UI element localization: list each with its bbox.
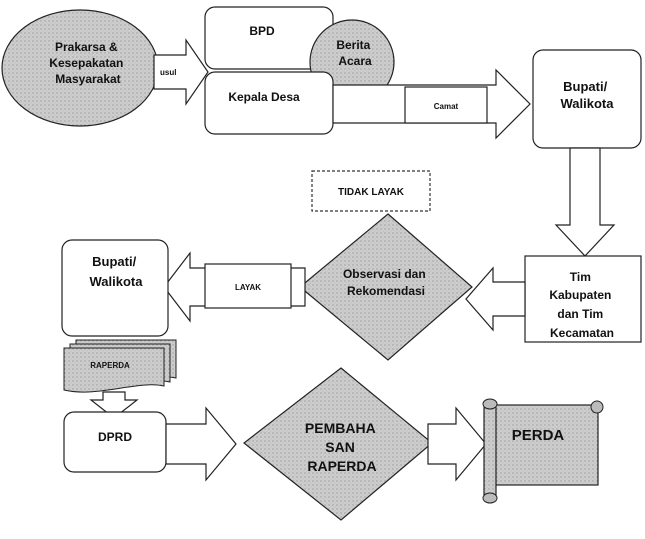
prakarsa-node: Prakarsa & Kesepakatan Masyarakat [1, 9, 159, 127]
pembahasan-line-3: RAPERDA [307, 458, 376, 474]
tim-line-1: Tim [570, 270, 591, 284]
pembahasan-line-1: PEMBAHA [305, 420, 376, 436]
svg-text:Observasi dan Rekomendas: Observasi dan Rekomendasi [343, 267, 429, 298]
bupati-left-line-1: Bupati/ [92, 254, 136, 269]
svg-text:Prakarsa & Kesepakatan: Prakarsa & Kesepakatan Masyarakat [49, 40, 126, 86]
tim-line-3: dan Tim [557, 307, 603, 321]
berita-acara-line-2: Acara [338, 54, 372, 68]
tim-line-2: Kabupaten [549, 288, 611, 302]
svg-text:Bupati/ Walikota: Bupati/ Walikota [90, 254, 144, 289]
tim-node: Tim Kabupaten dan Tim Kecamatan [524, 255, 642, 343]
down-arrow-to-dprd [89, 391, 139, 419]
prakarsa-line-1: Prakarsa & [55, 40, 118, 54]
observasi-line-1: Observasi dan [343, 267, 426, 281]
bupati-left-line-2: Walikota [90, 274, 144, 289]
svg-text:Berita Acara: Berita Acara [336, 38, 373, 68]
bupati-top-node: Bupati/ Walikota [532, 49, 642, 149]
raperda-label: RAPERDA [90, 361, 130, 370]
pembahasan-line-2: SAN [325, 439, 355, 455]
svg-text:PEMBAHA SAN RAPERD: PEMBAHA SAN RAPERDA [305, 420, 379, 474]
tim-to-observasi-arrow [465, 266, 526, 332]
svg-text:Tim Kabupaten dan: Tim Kabupaten dan Tim Kecamatan [549, 270, 614, 340]
pembahasan-node: PEMBAHA SAN RAPERDA [243, 367, 433, 521]
dprd-node: DPRD [63, 411, 167, 473]
raperda-document: RAPERDA [63, 339, 177, 393]
perda-label: PERDA [512, 427, 565, 444]
prakarsa-line-3: Masyarakat [55, 72, 120, 86]
svg-text:Bupati/ Walikota: Bupati/ Walikota [561, 79, 615, 111]
layak-label: LAYAK [235, 283, 261, 292]
perda-scroll: PERDA [482, 398, 604, 504]
observasi-line-2: Rekomendasi [347, 284, 425, 298]
tim-line-4: Kecamatan [550, 326, 614, 340]
kepala-desa-node: Kepala Desa [204, 71, 334, 135]
down-arrow-to-tim [554, 147, 616, 257]
bupati-top-line-2: Walikota [561, 96, 615, 111]
observasi-node: Observasi dan Rekomendasi [299, 213, 473, 361]
bpd-label: BPD [249, 24, 275, 38]
camat-label: Camat [434, 102, 459, 111]
bupati-top-line-1: Bupati/ [563, 79, 607, 94]
usul-label: usul [160, 68, 176, 77]
camat-arrow: Camat [332, 68, 531, 140]
bupati-left-node: Bupati/ Walikota [61, 239, 169, 337]
tidak-layak-label: TIDAK LAYAK [338, 187, 405, 198]
kepala-desa-label: Kepala Desa [228, 90, 300, 104]
usul-arrow: usul [153, 38, 209, 106]
prakarsa-line-2: Kesepakatan [49, 56, 123, 70]
dprd-to-pembahasan-arrow [165, 406, 237, 482]
layak-arrow: LAYAK [163, 251, 306, 323]
dprd-label: DPRD [98, 430, 132, 444]
pembahasan-to-perda-arrow [427, 406, 487, 482]
tidak-layak-node: TIDAK LAYAK [311, 170, 431, 212]
berita-acara-line-1: Berita [336, 38, 370, 52]
